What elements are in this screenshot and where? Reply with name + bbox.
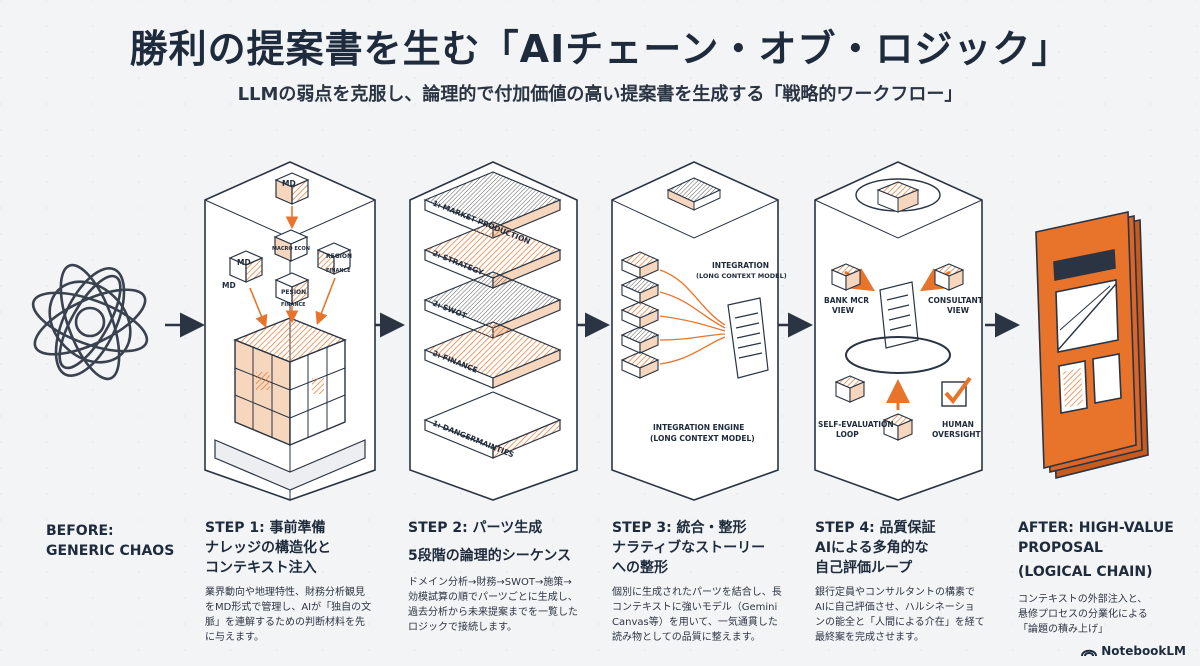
step4-desc-2: AIに自己評価させ、ハルシネーショ (815, 602, 975, 613)
chip-icon (666, 177, 722, 211)
notebooklm-logo-icon (1081, 649, 1098, 657)
step4-desc-4: 最終案を完成させます。 (815, 632, 924, 643)
step1-heading-2: ナレッジの構造化と (205, 540, 331, 556)
step4-heading-1: STEP 4: 品質保証 (815, 520, 936, 536)
step1-heading-1: STEP 1: 事前準備 (205, 520, 326, 536)
page-title: 勝利の提案書を生む「AIチェーン・オブ・ロジック」 (129, 27, 1071, 71)
cube-label-md-left2: MD (222, 281, 236, 290)
step1-desc-1: 業界動向や地理特性、財務分析観見 (205, 587, 365, 598)
after-heading-3: (LOGICAL CHAIN) (1018, 564, 1153, 580)
before-heading-2: GENERIC CHAOS (46, 543, 175, 559)
step2-desc-2: 効模試算の順でパーツごとに生成し、 (408, 592, 578, 603)
cube-label-finance2: FINANCE (281, 302, 306, 308)
after-desc-1: コンテキストの外部注入と、 (1018, 594, 1148, 605)
document-scroll-icon (727, 297, 769, 379)
human-label-2: OVERSIGHT (932, 430, 982, 439)
cube-label-pesion: PESION (281, 289, 306, 296)
after-heading-2: PROPOSAL (1018, 540, 1103, 556)
step1-desc-2: をMD形式で管理し、AIが「独自の文 (205, 602, 372, 613)
step4-desc-3: ンの能全と「人間による介在」を経て (815, 617, 985, 628)
cube-label-region: REGION (326, 253, 352, 260)
after-desc-3: 「論題の積み上げ」 (1018, 624, 1108, 635)
step3-desc-1: 個別に生成されたパーツを結合し、長 (612, 587, 782, 598)
step3-heading-3: への整形 (612, 560, 668, 576)
chaos-knot-icon (31, 263, 149, 381)
integration-label-2: (LONG CONTEXT MODEL) (696, 272, 787, 280)
page-subtitle: LLMの弱点を克服し、論理的で付加価値の高い提案書を生成する「戦略的ワークフロー… (237, 84, 963, 105)
cube-label-finance: FINANCE (326, 268, 351, 274)
checkbox-icon (941, 376, 972, 407)
proposal-document-icon (1035, 211, 1149, 480)
cube-label-md-left: MD (237, 258, 251, 267)
step2-desc-1: ドメイン分析→財務→SWOT→施策→ (408, 577, 572, 588)
step1-desc-4: に与えます。 (205, 632, 264, 643)
knowledge-cube-icon (233, 317, 347, 447)
cube-label-center: MACRO ECON (272, 246, 310, 252)
step1-heading-3: コンテキスト注入 (205, 560, 317, 576)
document-icon (879, 281, 919, 349)
notebooklm-logo: NotebookLM (1081, 644, 1186, 658)
bank-view-label-1: BANK MCR (824, 296, 869, 305)
step1-panel: MD MD MD MACRO ECON REGION FINANCE PESIO… (204, 161, 376, 501)
step1-desc-3: 脈」を連解するための判断材料を先 (205, 617, 365, 628)
loop-label-1: SELF-EVALUATION (818, 420, 894, 429)
step2-heading-2: 5段階の論理的シーケンス (408, 548, 572, 564)
step2-panel: 1: MARKET PRODUCTION 2: STRATEGY 2: SWOT… (409, 161, 578, 501)
engine-label-2: (LONG CONTEXT MODEL) (650, 434, 755, 443)
step2-desc-3: 過去分析から未来提案までを一覧した (408, 607, 578, 618)
step3-desc-3: Canvas等）を用いて、一気通貫した (612, 617, 778, 628)
step3-desc-4: 読み物としての品質に整えます。 (612, 632, 761, 643)
step3-heading-2: ナラティブなストーリー (612, 540, 766, 556)
step3-desc-2: コンテキストに強いモデル（Gemini (612, 602, 778, 613)
step3-panel: INTEGRATION (LONG CONTEXT MODEL) INTEGRA… (611, 161, 787, 501)
step2-heading-1: STEP 2: パーツ生成 (408, 520, 543, 536)
engine-label-1: INTEGRATION ENGINE (653, 423, 744, 432)
consultant-view-label-2: VIEW (947, 306, 970, 315)
integration-label-1: INTEGRATION (712, 261, 769, 270)
cube-label-md-top: MD (282, 179, 296, 188)
after-heading-1: AFTER: HIGH-VALUE (1018, 520, 1174, 536)
step4-heading-3: 自己評価ループ (815, 560, 913, 576)
review-cycle-icon (855, 178, 941, 213)
logo-text: NotebookLM (1101, 644, 1186, 658)
bank-view-label-2: VIEW (832, 306, 855, 315)
step4-heading-2: AIによる多角的な (815, 540, 929, 556)
step4-panel: BANK MCR VIEW CONSULTANT VIEW SELF-EVALU… (814, 161, 984, 501)
human-label-1: HUMAN (942, 420, 974, 429)
step4-desc-1: 銀行定員やコンサルタントの構素で (815, 587, 975, 598)
step2-desc-4: ロジックで接続します。 (408, 622, 517, 633)
consultant-view-label-1: CONSULTANT (928, 296, 984, 305)
step3-heading-1: STEP 3: 統合・整形 (612, 520, 747, 536)
loop-label-2: LOOP (836, 430, 859, 439)
parts-stack (620, 251, 660, 379)
after-desc-2: 悬修プロセスの分業化による (1018, 609, 1148, 620)
before-heading-1: BEFORE: (46, 523, 114, 539)
